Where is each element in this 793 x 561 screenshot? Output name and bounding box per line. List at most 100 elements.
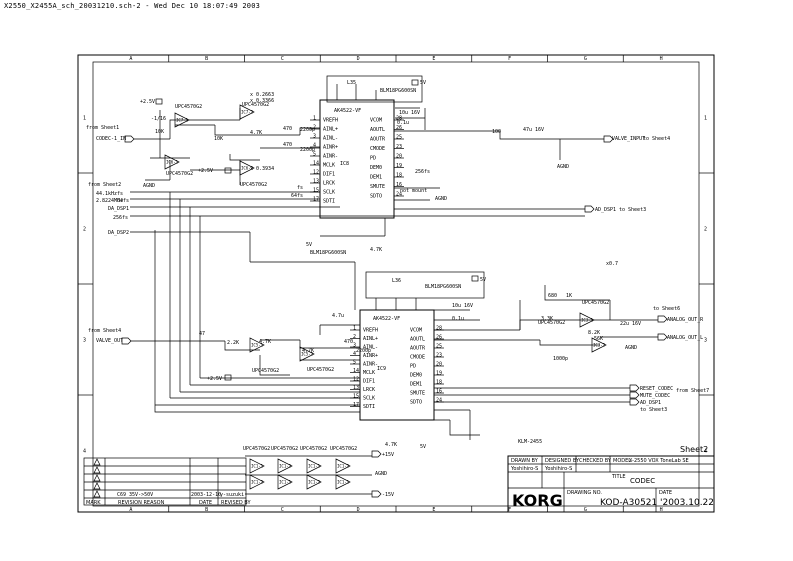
opamp-ref: IC1-2 — [279, 464, 292, 469]
codec-pin-label: CMODE — [410, 355, 425, 361]
grid-row-left-3: 3 — [83, 338, 86, 344]
codec-pin-number: 28 — [396, 116, 402, 122]
codec-pin-label: SDTI — [323, 199, 335, 205]
top-ferrite-b: BLM18PG600SN — [310, 250, 346, 256]
grid-col-top-G: G — [584, 56, 587, 62]
rev-by: y-suzuki — [220, 492, 244, 498]
title-block: Sheet2 DRAWN BY DESIGNED BY CHECKED BY M… — [507, 445, 715, 513]
opamp-symbol — [306, 458, 322, 474]
net-256fs: 256fs — [113, 215, 128, 221]
top-5v-b: 5V — [306, 242, 312, 248]
top-c01u: 0.1u — [397, 120, 409, 126]
top-5v: 5V — [420, 80, 426, 86]
codec-top: AK4522-VF IC8 VREFH1AINL+2AINL-3AINR+4AI… — [310, 75, 426, 219]
opamp-ref: IC1-2 — [337, 464, 350, 469]
codec-pin-number: 18 — [396, 173, 402, 179]
opamp-symbol — [306, 474, 322, 490]
file-header: X2550_X2455A_sch_20031210.sch-2 - Wed De… — [4, 2, 261, 10]
net-agnd-pw: AGND — [375, 471, 387, 477]
net-fs: fs — [117, 191, 123, 197]
rev-col-by: REVISED BY — [221, 500, 251, 506]
grid-col-bottom-H: H — [660, 507, 663, 513]
codec-pin-number: 3 — [313, 134, 316, 140]
net-analog-out-l: ANALOG_OUT_L — [667, 335, 703, 341]
codec-pin-label: AINL- — [323, 136, 338, 142]
codec-pin-number: 16 — [436, 389, 442, 395]
grid-row-right-1: 1 — [704, 116, 707, 122]
grid-row-left-4: 4 — [83, 449, 86, 455]
r22k: 2.2K — [227, 340, 239, 346]
codec-pin-label: AINR+ — [363, 353, 378, 359]
r680: 680 — [548, 293, 557, 299]
codec-pin-label: VCOM — [410, 328, 422, 334]
bot-c01u: 0.1u — [452, 316, 464, 322]
opamp-symbol — [249, 337, 265, 353]
codec-pin-label: SCLK — [363, 396, 375, 402]
grid-col-bottom-F: F — [508, 507, 511, 513]
opamp-ref: IC5-2 — [301, 352, 314, 357]
opamp-part-h: UPC4570G2 — [538, 320, 565, 326]
grid-col-bottom-D: D — [357, 507, 360, 513]
tb-drawn-label: DRAWN BY — [511, 458, 539, 464]
valve-input-path: 100 47u 16V AGND VALVE_INPUT to Sheet4 — [492, 127, 670, 170]
r3k3: 3.3K — [541, 316, 553, 322]
codec-pin-label: SDTO — [410, 400, 422, 406]
net-ad-dsp1: AD_DSP1 — [595, 207, 616, 213]
grid-col-bottom-B: B — [205, 507, 208, 513]
r470-b: 470 — [283, 142, 292, 148]
net-analog-out-r: ANALOG_OUT_R — [667, 317, 704, 323]
opamp-part-f: UPC4570G2 — [307, 367, 334, 373]
codec-pin-number: 4 — [353, 351, 356, 357]
codec-pin-number: 23 — [436, 353, 442, 359]
opamp-symbol — [335, 474, 351, 490]
agnd-out: AGND — [625, 345, 637, 351]
opamp-part-c: UPC4570G2 — [166, 171, 193, 177]
grid-col-top-F: F — [508, 56, 511, 62]
to-sheet3-b: to Sheet3 — [640, 407, 667, 413]
revision-mark-icon — [93, 474, 101, 482]
codec-pin-number: 2 — [313, 125, 316, 131]
gain-label: -1/16 — [151, 116, 166, 122]
net-codec1-in: CODEC-1_IN — [96, 136, 126, 142]
codec-bot-part: AK4522-VF — [373, 316, 400, 322]
codec-pin-label: SDTO — [370, 194, 382, 200]
revision-table: C69 35V->50V 2003-12-10 y-suzuki MARK RE… — [83, 457, 251, 506]
codec-pin-number: 26 — [396, 125, 402, 131]
gain-x4: x0.7 — [606, 261, 618, 267]
opamp-part-e: UPC4570G2 — [252, 368, 279, 374]
grid-col-bottom-E: E — [432, 507, 435, 513]
tb-model: X-2550 VOX ToneLab SE — [629, 458, 689, 464]
revision-mark-icon — [93, 482, 101, 490]
grid-col-top-H: H — [660, 56, 663, 62]
codec-pin-label: DEM1 — [370, 175, 382, 181]
agnd-clk: AGND — [435, 196, 447, 202]
grid-col-bottom-C: C — [281, 507, 284, 513]
net-da-dsp1: DA_DSP1 — [108, 206, 129, 212]
codec-top-part: AK4522-VF — [334, 108, 361, 114]
bot-l-ref: L36 — [392, 278, 401, 284]
r470-a: 470 — [283, 126, 292, 132]
rev-reason: C69 35V->50V — [117, 492, 153, 498]
codec-pin-number: 24 — [436, 398, 442, 404]
rev-date: 2003-12-10 — [191, 492, 221, 498]
codec-pin-number: 20 — [396, 154, 402, 160]
codec-pin-label: AINR- — [363, 362, 378, 368]
codec-pin-number: 18 — [436, 380, 442, 386]
codec-pin-label: SDTI — [363, 404, 375, 410]
agnd-a: AGND — [143, 183, 155, 189]
tb-title: CODEC — [630, 477, 655, 485]
power-opamp-bank: UPC4570G2 UPC4570G2 UPC4570G2 UPC4570G2 … — [243, 439, 542, 498]
codec-pin-label: AINL- — [363, 345, 378, 351]
grid-row-right-2: 2 — [704, 227, 707, 233]
net-valve-input: VALVE_INPUT — [612, 136, 645, 142]
codec-pin-number: 1 — [353, 326, 356, 332]
top-ferrite: BLM18PG600SN — [380, 88, 416, 94]
codec-pin-label: CMODE — [370, 146, 385, 152]
bot-5v: 5V — [480, 277, 486, 283]
codec-pin-label: AOUTL — [410, 337, 425, 343]
bot-5v-b: 5V — [420, 444, 426, 450]
klm-label: KLM-2455 — [518, 439, 542, 445]
codec-pin-number: 4 — [313, 143, 316, 149]
korg-logo: KORG — [512, 491, 563, 510]
